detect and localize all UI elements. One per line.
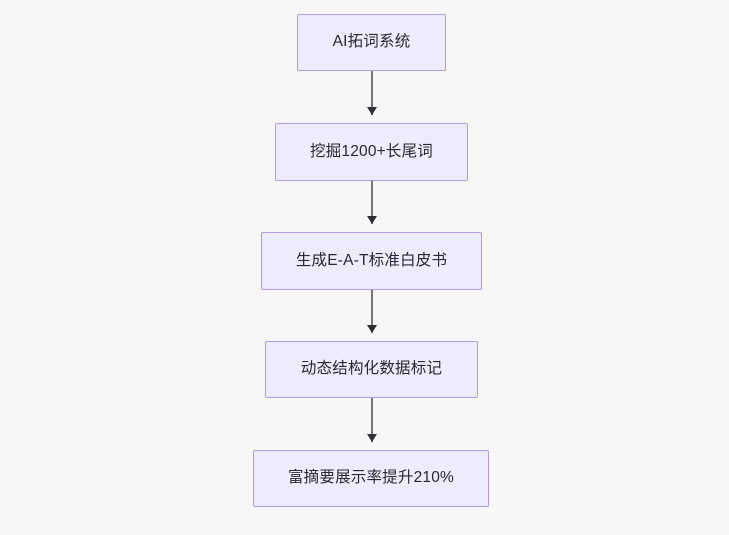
edge-line [371, 181, 373, 224]
flow-node-generate-eat-whitepaper[interactable]: 生成E-A-T标准白皮书 [261, 232, 482, 290]
flow-node-rich-snippet-impression-lift[interactable]: 富摘要展示率提升210% [253, 450, 489, 507]
edge-n3-n4 [367, 290, 377, 333]
edge-line [371, 398, 373, 442]
arrowhead-icon [367, 216, 377, 224]
flow-node-ai-keyword-system[interactable]: AI拓词系统 [297, 14, 446, 71]
flow-node-label: 生成E-A-T标准白皮书 [295, 251, 448, 269]
arrowhead-icon [367, 325, 377, 333]
edge-n2-n3 [367, 181, 377, 224]
flow-node-dynamic-structured-data-markup[interactable]: 动态结构化数据标记 [265, 341, 478, 398]
flow-node-mine-longtail-keywords[interactable]: 挖掘1200+长尾词 [275, 123, 468, 181]
edge-n1-n2 [367, 71, 377, 115]
arrowhead-icon [367, 434, 377, 442]
arrowhead-icon [367, 107, 377, 115]
edge-n4-n5 [367, 398, 377, 442]
flow-node-label: 富摘要展示率提升210% [287, 469, 455, 487]
flow-node-label: AI拓词系统 [332, 33, 411, 51]
flow-node-label: 动态结构化数据标记 [300, 360, 443, 378]
edge-line [371, 71, 373, 115]
edge-line [371, 290, 373, 333]
flow-node-label: 挖掘1200+长尾词 [309, 142, 434, 160]
